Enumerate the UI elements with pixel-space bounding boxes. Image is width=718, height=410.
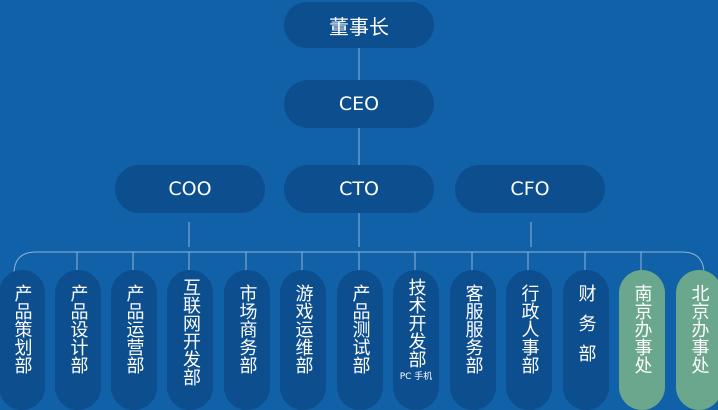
dept-product-operations: 产品运营部 [111,270,157,410]
dept-customer-service: 客服服务部 [450,270,496,410]
dept-product-planning: 产品策划部 [0,270,45,410]
dept-label: 游戏运维部 [292,284,314,374]
dept-product-testing: 产品测试部 [337,270,383,410]
dept-label: 市场商务部 [236,284,258,374]
dept-game-operations: 游戏运维部 [280,270,326,410]
dept-label: 南京办事处 [631,284,653,374]
coo-label: COO [168,178,212,200]
dept-finance: 财务部 [563,270,609,410]
dept-label: 产品测试部 [349,284,371,374]
cfo-label: CFO [510,178,550,200]
chairman-label: 董事长 [329,14,389,39]
dept-internet-development: 互联网开发部 [167,270,213,410]
ceo-box: CEO [284,80,434,128]
dept-tech-development: 技术开发部 PC 手机 [393,270,439,410]
dept-label: 技术开发部 [405,278,427,368]
coo-box: COO [115,165,265,213]
cto-box: CTO [284,165,434,213]
ceo-label: CEO [338,93,380,115]
dept-marketing-business: 市场商务部 [224,270,270,410]
dept-product-design: 产品设计部 [55,270,101,410]
dept-nanjing-office: 南京办事处 [619,270,665,410]
dept-label: 互联网开发部 [180,278,201,386]
cfo-box: CFO [455,165,605,213]
dept-label: 产品运营部 [123,284,145,374]
dept-beijing-office: 北京办事处 [676,270,718,410]
chairman-box: 董事长 [284,2,434,48]
dept-note: PC 手机 [399,372,433,382]
dept-label: 北京办事处 [688,284,710,374]
dept-label: 财务部 [575,284,597,374]
cto-label: CTO [339,178,379,200]
dept-label: 产品设计部 [67,284,89,374]
dept-admin-hr: 行政人事部 [506,270,552,410]
dept-label: 行政人事部 [518,284,540,374]
dept-label: 产品策划部 [11,284,33,374]
dept-label: 客服服务部 [462,284,484,374]
